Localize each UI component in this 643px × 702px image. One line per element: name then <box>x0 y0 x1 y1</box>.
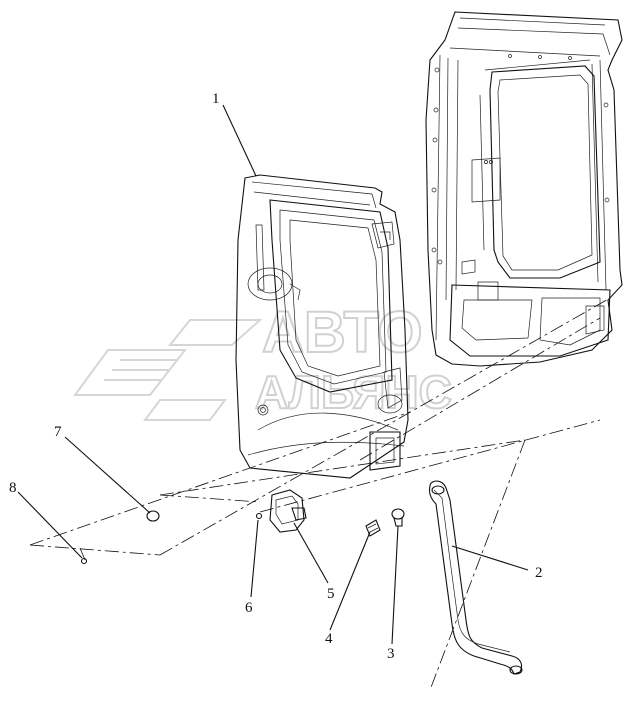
callout-2: 2 <box>535 565 543 581</box>
construction-lines <box>29 297 611 691</box>
watermark-line1: АВТО <box>262 300 423 365</box>
part-6-screw <box>255 512 263 520</box>
callout-5: 5 <box>327 586 335 602</box>
part-5-handle-bracket <box>269 489 307 533</box>
callout-6: 6 <box>245 600 253 616</box>
callout-8: 8 <box>9 480 17 496</box>
part-2-grab-handle <box>428 480 523 675</box>
door-trim-panel <box>235 174 409 479</box>
callout-labels: 1 2 3 4 5 6 7 8 <box>9 91 543 662</box>
part-4-clip <box>365 519 381 537</box>
watermark-logo: АВТО АЛЬЯНС <box>73 299 453 421</box>
watermark-stripes-icon <box>73 319 263 421</box>
callout-3: 3 <box>387 646 395 662</box>
callout-1: 1 <box>212 91 220 107</box>
part-8-screw <box>80 557 88 565</box>
frame-bolt-dots <box>431 54 610 265</box>
callout-7: 7 <box>54 424 62 440</box>
callout-4: 4 <box>325 631 333 647</box>
part-3-bolt <box>391 508 405 527</box>
door-frame-assembly <box>425 11 623 367</box>
leader-lines <box>17 104 529 645</box>
watermark-line2: АЛЬЯНС <box>255 366 452 418</box>
part-7-grommet <box>146 510 160 522</box>
